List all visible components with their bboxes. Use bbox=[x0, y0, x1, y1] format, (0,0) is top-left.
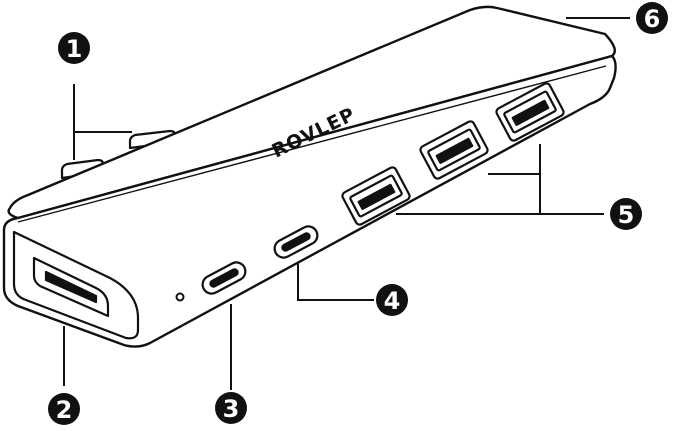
usb-a-port-1 bbox=[341, 166, 411, 226]
hdmi-port-tongue bbox=[44, 270, 98, 304]
callout-5: 5 bbox=[610, 198, 642, 230]
svg-text:4: 4 bbox=[384, 287, 401, 315]
callout-4: 4 bbox=[376, 284, 408, 316]
callout-badges: 1 2 3 4 5 6 bbox=[48, 2, 668, 425]
callout-2: 2 bbox=[48, 393, 80, 425]
leader-lines bbox=[63, 17, 630, 390]
svg-text:6: 6 bbox=[644, 5, 661, 33]
svg-text:1: 1 bbox=[66, 35, 83, 63]
led-indicator bbox=[175, 292, 185, 302]
callout-3: 3 bbox=[215, 392, 247, 424]
usb-a-port-2 bbox=[419, 120, 489, 180]
hub-top-face bbox=[7, 5, 616, 220]
svg-text:2: 2 bbox=[56, 396, 73, 424]
usb-a-ports bbox=[341, 82, 565, 226]
svg-text:3: 3 bbox=[223, 395, 240, 423]
callout-1: 1 bbox=[58, 32, 90, 64]
svg-text:5: 5 bbox=[618, 201, 635, 229]
hub-bevel-line bbox=[17, 65, 607, 223]
hdmi-port bbox=[12, 230, 140, 340]
callout-6: 6 bbox=[636, 2, 668, 34]
usb-c-port-1 bbox=[201, 261, 247, 295]
usb-a-port-3 bbox=[495, 82, 565, 142]
leader-1 bbox=[73, 84, 132, 160]
leader-4 bbox=[297, 262, 374, 301]
top-connectors bbox=[60, 129, 177, 180]
usb-c-port-2 bbox=[273, 225, 319, 259]
usb-c-ports bbox=[201, 225, 319, 295]
leader-5 bbox=[396, 144, 604, 215]
